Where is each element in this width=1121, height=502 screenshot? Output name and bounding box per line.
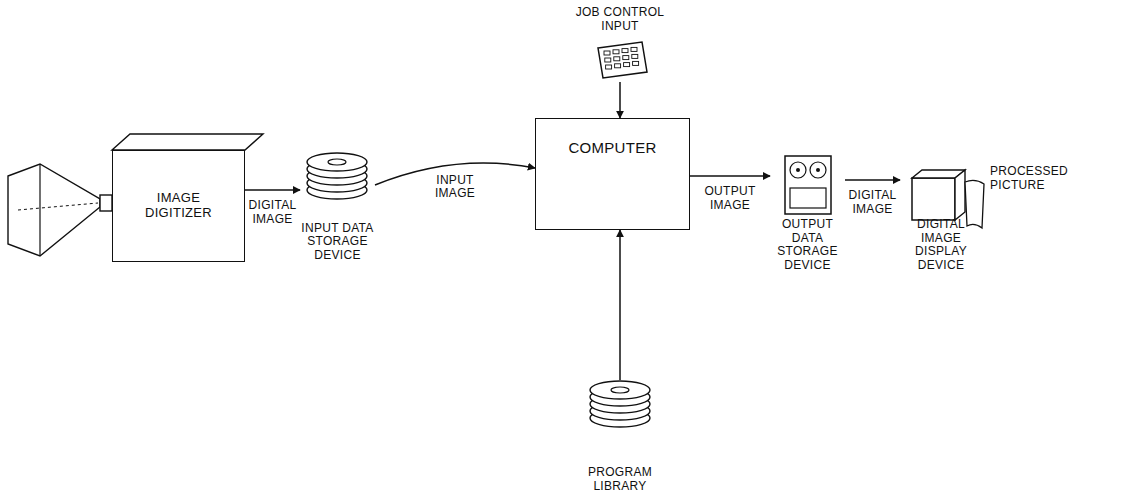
key xyxy=(614,57,620,61)
key xyxy=(604,51,610,55)
reel-hub xyxy=(816,168,820,172)
flow-arrow xyxy=(619,230,621,380)
edge-label: INPUT IMAGE xyxy=(425,174,485,202)
node-label: PROGRAM LIBRARY xyxy=(580,466,660,494)
tape-reel xyxy=(810,162,826,178)
key xyxy=(631,47,637,51)
reel-hub xyxy=(796,168,800,172)
device-icon: JOB CONTROL INPUT xyxy=(570,4,670,82)
processed-picture-paper xyxy=(965,180,984,228)
keypad xyxy=(598,42,647,78)
flow-arrow xyxy=(619,82,621,118)
key xyxy=(633,61,639,65)
edge-label: DIGITAL IMAGE xyxy=(847,189,899,217)
device-icon: DIGITAL IMAGE DISPLAY DEVICE xyxy=(900,160,982,275)
disk-platter xyxy=(307,153,367,171)
device-icon: PROGRAM LIBRARY xyxy=(580,380,660,496)
edge-label: DIGITAL IMAGE xyxy=(247,199,299,227)
node-label: OUTPUT DATA STORAGE DEVICE xyxy=(770,218,845,273)
digitizer-top xyxy=(112,134,263,150)
device-icon: INPUT DATA STORAGE DEVICE xyxy=(300,150,375,265)
flow-arrow xyxy=(845,179,900,181)
tape-drive xyxy=(785,156,831,214)
device-icon: OUTPUT DATA STORAGE DEVICE xyxy=(770,150,845,275)
key xyxy=(622,49,628,53)
cone-edge xyxy=(39,164,40,256)
key xyxy=(624,63,630,67)
optical-axis xyxy=(18,203,98,210)
node-label: DIGITAL IMAGE DISPLAY DEVICE xyxy=(900,218,982,273)
key xyxy=(613,50,619,54)
display-side xyxy=(955,170,965,220)
node-label: JOB CONTROL INPUT xyxy=(570,6,670,34)
key xyxy=(623,56,629,60)
tape-window xyxy=(790,188,826,208)
lens xyxy=(100,195,112,211)
flow-arrow xyxy=(690,175,770,177)
flow-arrow xyxy=(245,189,300,191)
process-box: IMAGE DIGITIZER xyxy=(112,150,245,262)
node-label: INPUT DATA STORAGE DEVICE xyxy=(300,222,375,263)
node-label: COMPUTER xyxy=(568,139,656,156)
key xyxy=(606,65,612,69)
edge-label: OUTPUT IMAGE xyxy=(700,185,760,213)
process-box: COMPUTER xyxy=(535,118,690,230)
display-box xyxy=(912,178,955,220)
camera-cone xyxy=(8,164,100,256)
disk-hub xyxy=(328,159,346,165)
node-label: IMAGE DIGITIZER xyxy=(141,191,216,221)
disk-platter xyxy=(590,381,650,399)
key xyxy=(632,54,638,58)
key xyxy=(605,58,611,62)
key xyxy=(615,64,621,68)
disk-hub xyxy=(611,387,629,393)
tape-reel xyxy=(790,162,806,178)
output-label: PROCESSED PICTURE xyxy=(990,165,1070,193)
